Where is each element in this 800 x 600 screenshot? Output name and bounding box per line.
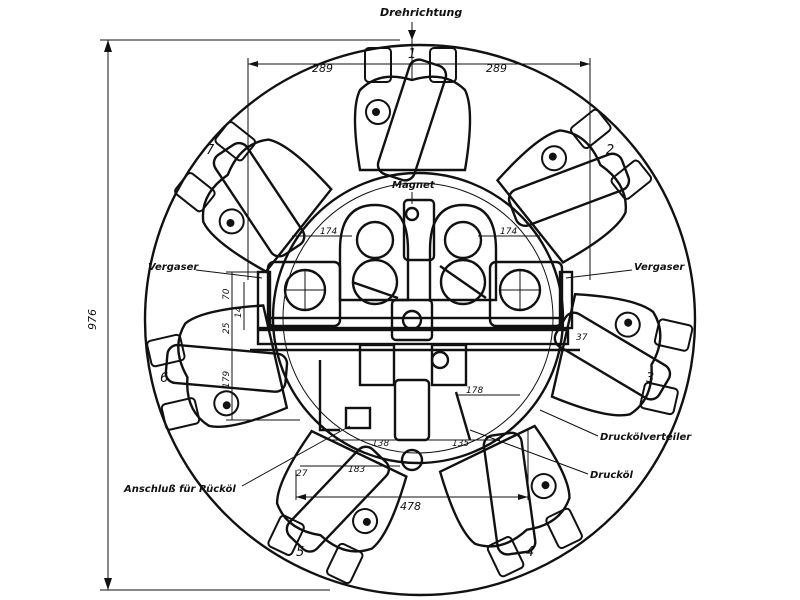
carb-left-label: Vergaser bbox=[148, 262, 199, 273]
bottom-dim-135: 135 bbox=[452, 439, 469, 449]
return-oil-label: Anschluß für Rücköl bbox=[123, 484, 236, 495]
top-right-dim: 289 bbox=[486, 62, 507, 75]
bottom-dim-478: 478 bbox=[400, 500, 421, 513]
top-dimension bbox=[247, 30, 591, 280]
bottom-dimensions bbox=[295, 430, 529, 500]
left-dimensions bbox=[226, 271, 300, 421]
left-dim-25: 25 bbox=[222, 322, 232, 334]
cylinder-7 bbox=[174, 121, 333, 274]
return-oil-leader bbox=[241, 425, 351, 487]
lower-internals bbox=[318, 360, 500, 472]
cylinder-5 bbox=[267, 429, 408, 585]
rotation-arrow-head bbox=[408, 30, 416, 40]
cyl-4-number: 4 bbox=[526, 545, 534, 560]
bottom-dim-27: 27 bbox=[296, 469, 308, 479]
cyl-6-number: 6 bbox=[160, 371, 168, 386]
pressure-oil-leader bbox=[469, 429, 589, 475]
left-dim-70: 70 bbox=[222, 288, 232, 300]
carburetor-right bbox=[488, 260, 574, 330]
carb-left-dim: 174 bbox=[320, 227, 337, 237]
cyl-3-number: 3 bbox=[646, 371, 654, 386]
left-dim-14: 14 bbox=[234, 306, 244, 318]
top-left-dim: 289 bbox=[312, 62, 333, 75]
manifold bbox=[250, 298, 580, 387]
cylinder-4 bbox=[438, 424, 583, 578]
bottom-dim-183: 183 bbox=[348, 465, 365, 475]
cylinder-2 bbox=[495, 108, 653, 264]
cylinder-6 bbox=[146, 304, 289, 431]
cyl-5-number: 5 bbox=[296, 545, 304, 560]
height-dim-text: 976 bbox=[86, 309, 99, 330]
right-dim-178: 178 bbox=[466, 386, 483, 396]
rotation-label: Drehrichtung bbox=[380, 6, 462, 19]
carburetor-left bbox=[256, 260, 342, 330]
carb-left-leader bbox=[195, 269, 263, 279]
bottom-dim-138: 138 bbox=[372, 439, 389, 449]
carb-right-dim: 174 bbox=[500, 227, 517, 237]
cyl-7-number: 7 bbox=[206, 143, 215, 158]
left-dim-179: 179 bbox=[222, 371, 232, 388]
oil-distributor-leader bbox=[539, 409, 599, 437]
cyl-2-number: 2 bbox=[606, 143, 614, 158]
cylinder-3 bbox=[550, 292, 694, 417]
cyl-1-number: 1 bbox=[408, 47, 416, 62]
carb-right-leader bbox=[565, 269, 633, 279]
cylinder-1 bbox=[353, 47, 472, 182]
magnet-label: Magnet bbox=[392, 180, 436, 191]
pressure-oil-label: Drucköl bbox=[590, 470, 633, 481]
carb-right-label: Vergaser bbox=[634, 262, 685, 273]
magneto-assembly bbox=[338, 198, 498, 306]
right-dim-37: 37 bbox=[576, 333, 588, 343]
oil-distributor-label: Drucköl­verteiler bbox=[600, 432, 692, 443]
outer-circle bbox=[143, 43, 697, 597]
height-dimension bbox=[100, 39, 400, 591]
